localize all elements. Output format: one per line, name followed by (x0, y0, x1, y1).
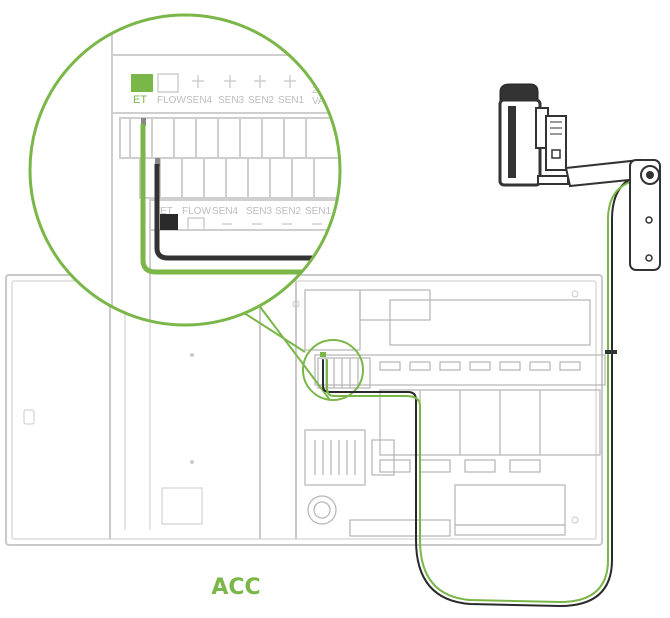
label-et: ET (133, 94, 147, 106)
lower-label-et: ET (160, 206, 173, 217)
lower-label-flow: FLOW (182, 206, 211, 217)
plus-marks (192, 75, 296, 88)
label-sen1: SEN1 (278, 95, 305, 106)
terminal-board (304, 289, 606, 537)
lower-label-sen3: SEN3 (246, 206, 273, 217)
lower-label-sen2: SEN2 (275, 206, 302, 217)
zoom-dark-wire (154, 164, 340, 261)
label-sen4: SEN4 (186, 95, 213, 106)
lower-label-sen1: SEN1 (305, 206, 332, 217)
flow-terminal-square (157, 73, 179, 93)
et-sensor-icon (498, 83, 661, 271)
et-terminal-square (131, 74, 153, 92)
cable-clip (605, 350, 617, 354)
zoom-target-circle (302, 339, 364, 401)
lower-terminal-labels: ET FLOW SEN4 SEN3 SEN2 SEN1 (160, 206, 332, 217)
label-sen3: SEN3 (218, 95, 245, 106)
zoom-green-wire (140, 124, 340, 275)
caption-acc: ACC (211, 575, 261, 600)
label-flow: FLOW (157, 95, 186, 106)
label-sen2: SEN2 (248, 95, 275, 106)
controller-housing (5, 274, 603, 546)
sensor-wire-board (322, 174, 651, 607)
et-terminal-highlight (320, 352, 326, 357)
lower-et-terminal (160, 214, 178, 230)
lower-label-sen4: SEN4 (212, 206, 239, 217)
